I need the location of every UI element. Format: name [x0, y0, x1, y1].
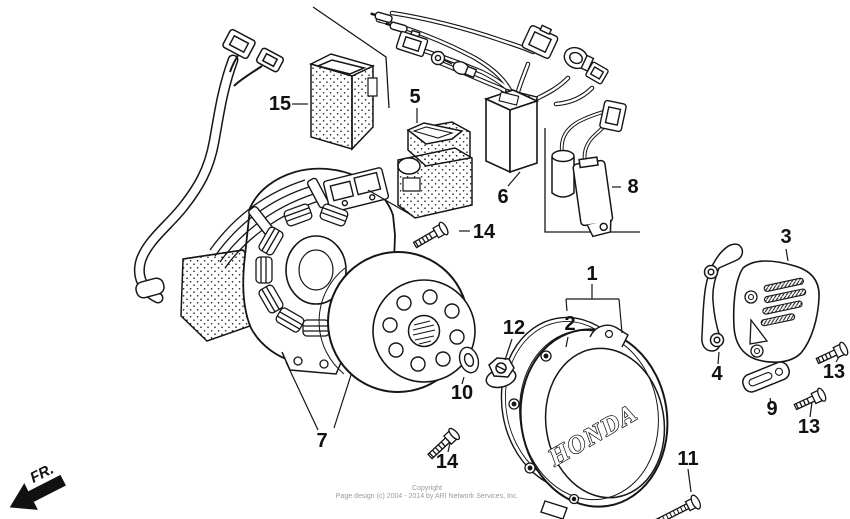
left-crankcase-cover: HONDA	[508, 319, 680, 519]
sprocket-guard	[734, 261, 819, 362]
callout-14-lower[interactable]: 14	[435, 451, 459, 473]
flywheel-rotor	[319, 252, 475, 392]
bolt-14-upper	[412, 221, 450, 251]
chain-guide-plate	[702, 244, 743, 351]
callout-9[interactable]: 9	[766, 398, 778, 420]
washer	[456, 345, 481, 375]
connector-a	[521, 21, 560, 59]
fr-arrow-icon	[9, 474, 66, 510]
pulse-generator	[323, 167, 389, 213]
fr-direction-arrow: FR.	[9, 461, 66, 510]
wire-harness	[370, 10, 609, 110]
round-connector-small	[451, 59, 477, 79]
stator-lead-wire	[139, 29, 284, 298]
ring-terminal	[432, 52, 453, 65]
condenser	[552, 151, 574, 198]
lead-connector	[256, 47, 285, 72]
callout-5[interactable]: 5	[409, 86, 421, 108]
ignition-unit	[572, 156, 615, 238]
callout-3[interactable]: 3	[780, 226, 792, 248]
copyright-line1: Copyright	[412, 485, 442, 492]
flange-nut	[484, 358, 517, 390]
bolt-14-lower	[425, 427, 461, 462]
callout-4[interactable]: 4	[711, 363, 723, 385]
bolt-11	[648, 494, 702, 519]
bullet-terminal	[385, 20, 408, 33]
callout-11[interactable]: 11	[677, 448, 699, 470]
condenser-assembly	[552, 100, 627, 238]
copyright-notice: Copyright Page design (c) 2004 - 2014 by…	[336, 485, 518, 501]
connector-c	[585, 62, 609, 85]
ignition-coil	[398, 122, 472, 218]
callout-1[interactable]: 1	[586, 263, 598, 285]
copyright-line2: Page design (c) 2004 - 2014 by ARI Netwo…	[335, 493, 519, 500]
connector-d	[599, 100, 626, 132]
callout-10[interactable]: 10	[450, 382, 474, 404]
bolt-13-lower	[792, 387, 827, 413]
harness-protector-box	[311, 54, 377, 149]
bullet-terminal	[370, 10, 393, 23]
lead-connector	[222, 29, 256, 60]
callout-13-upper[interactable]: 13	[822, 361, 846, 383]
callout-6[interactable]: 6	[497, 186, 509, 208]
callout-14-upper[interactable]: 14	[472, 221, 496, 243]
wire-grommet-block	[134, 250, 252, 341]
bolt-13-upper	[814, 341, 849, 367]
square-connector	[396, 27, 429, 57]
callout-2[interactable]: 2	[564, 313, 576, 335]
callout-15[interactable]: 15	[268, 93, 292, 115]
setting-plate	[740, 360, 791, 395]
callout-13-lower[interactable]: 13	[797, 416, 821, 438]
callout-7[interactable]: 7	[316, 430, 328, 452]
callout-12[interactable]: 12	[502, 317, 526, 339]
connector-round-b	[561, 44, 595, 74]
callout-8[interactable]: 8	[627, 176, 639, 198]
cdi-unit	[486, 90, 537, 172]
leader-lines	[286, 104, 839, 492]
